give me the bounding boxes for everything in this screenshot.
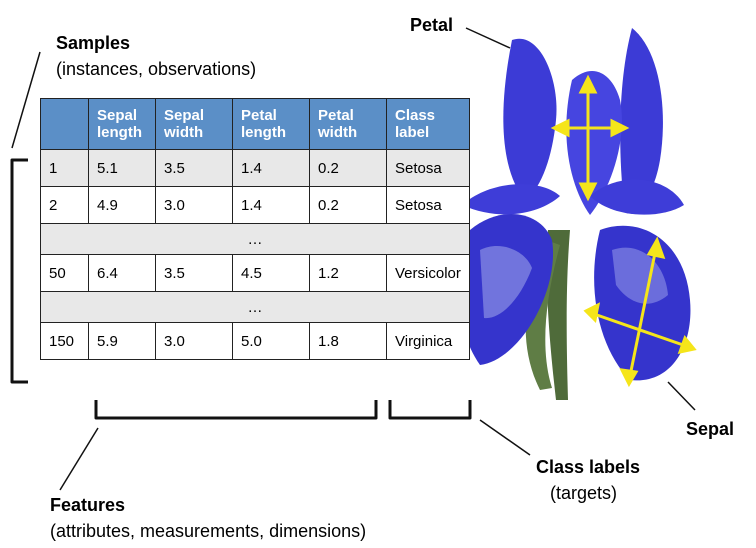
table-row: 1 5.1 3.5 1.4 0.2 Setosa <box>40 149 470 187</box>
cell-petal-length: 1.4 <box>232 186 310 224</box>
cell-petal-length: 1.4 <box>232 149 310 187</box>
cell-sepal-length: 6.4 <box>88 254 156 292</box>
ellipsis-cell: … <box>40 223 470 255</box>
class-labels-title: Class labels <box>536 457 641 477</box>
petal-label: Petal <box>410 15 454 35</box>
header-index <box>40 98 89 150</box>
cell-index: 2 <box>40 186 89 224</box>
cell-sepal-length: 5.9 <box>88 322 156 360</box>
cell-petal-width: 1.2 <box>309 254 387 292</box>
class-labels-bracket <box>388 400 472 420</box>
table-ellipsis-row: … <box>40 223 470 255</box>
cell-index: 50 <box>40 254 89 292</box>
cell-sepal-width: 3.5 <box>155 149 233 187</box>
features-pointer-line <box>59 427 99 491</box>
cell-petal-length: 5.0 <box>232 322 310 360</box>
ellipsis-cell: … <box>40 291 470 323</box>
cell-sepal-width: 3.0 <box>155 186 233 224</box>
class-labels-pointer-line <box>479 419 531 456</box>
features-title: Features <box>50 495 126 515</box>
cell-index: 150 <box>40 322 89 360</box>
cell-sepal-length: 4.9 <box>88 186 156 224</box>
features-subtitle: (attributes, measurements, dimensions) <box>50 521 367 541</box>
cell-index: 1 <box>40 149 89 187</box>
samples-pointer-line <box>11 51 41 149</box>
table-row: 150 5.9 3.0 5.0 1.8 Virginica <box>40 322 470 360</box>
cell-sepal-width: 3.5 <box>155 254 233 292</box>
cell-class-label: Setosa <box>386 186 470 224</box>
cell-petal-length: 4.5 <box>232 254 310 292</box>
cell-sepal-width: 3.0 <box>155 322 233 360</box>
table-ellipsis-row: … <box>40 291 470 323</box>
sepal-pointer-line <box>667 381 696 411</box>
samples-title: Samples <box>56 33 131 53</box>
cell-sepal-length: 5.1 <box>88 149 156 187</box>
class-labels-subtitle: (targets) <box>550 483 618 503</box>
cell-petal-width: 0.2 <box>309 186 387 224</box>
cell-class-label: Virginica <box>386 322 470 360</box>
iris-flower-icon <box>458 28 697 400</box>
table-row: 50 6.4 3.5 4.5 1.2 Versicolor <box>40 254 470 292</box>
petal-pointer-line <box>465 27 511 49</box>
cell-petal-width: 1.8 <box>309 322 387 360</box>
samples-bracket <box>10 158 28 384</box>
samples-subtitle: (instances, observations) <box>56 59 257 79</box>
cell-petal-width: 0.2 <box>309 149 387 187</box>
features-bracket <box>94 400 378 420</box>
cell-class-label: Versicolor <box>386 254 470 292</box>
cell-class-label: Setosa <box>386 149 470 187</box>
table-row: 2 4.9 3.0 1.4 0.2 Setosa <box>40 186 470 224</box>
sepal-label: Sepal <box>686 419 735 439</box>
